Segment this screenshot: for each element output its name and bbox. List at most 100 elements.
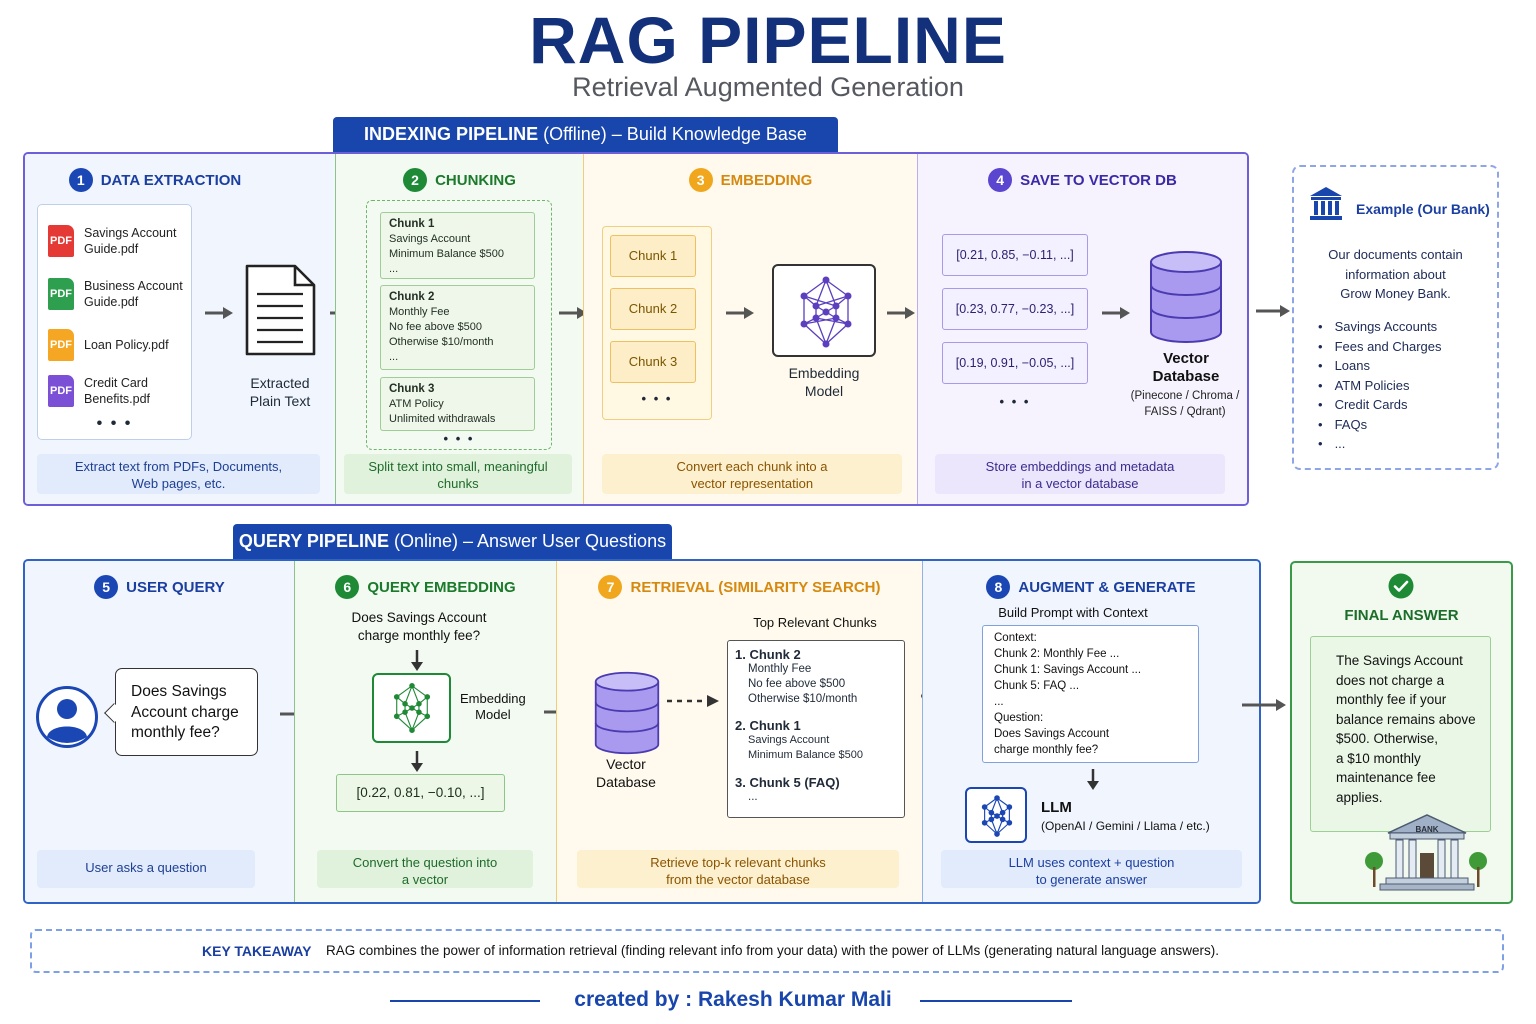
example-topic-list: Savings Accounts Fees and Charges Loans … xyxy=(1318,317,1442,454)
final-answer-title: FINAL ANSWER xyxy=(1344,607,1459,624)
list-item: PDF Business Account Guide.pdf xyxy=(48,278,183,310)
list-item: Fees and Charges xyxy=(1318,337,1442,357)
augment-generate-section: 8 AUGMENT & GENERATE Build Prompt with C… xyxy=(922,561,1259,902)
chunk-body: ATM Policy Unlimited withdrawals xyxy=(389,398,496,425)
pdf-file-icon: PDF xyxy=(48,329,74,361)
query-embedding-section: 6 QUERY EMBEDDING Does Savings Account c… xyxy=(294,561,556,902)
chunk-tile: Chunk 1 xyxy=(610,235,696,277)
result-item: 3. Chunk 5 (FAQ) ... xyxy=(735,775,840,805)
step-description: LLM uses context + question to generate … xyxy=(941,850,1242,888)
llm-title: LLM xyxy=(1041,799,1072,816)
user-query-section: 5 USER QUERY Does Savings Account charge… xyxy=(25,561,294,902)
step-title: QUERY EMBEDDING xyxy=(367,578,516,596)
result-body: ... xyxy=(748,791,758,803)
step-number: 2 xyxy=(403,168,428,192)
extracted-text-label: Extracted Plain Text xyxy=(249,375,311,409)
list-item: PDF Savings Account Guide.pdf xyxy=(48,225,176,257)
query-banner-subtitle: (Online) – Answer User Questions xyxy=(393,531,667,551)
footer-credit: created by : Rakesh Kumar Mali xyxy=(574,988,892,1011)
arrow-right-icon xyxy=(726,307,754,319)
list-item: PDF Loan Policy.pdf xyxy=(48,329,169,361)
file-name: Savings Account Guide.pdf xyxy=(84,226,177,256)
more-indicator: • • • xyxy=(999,394,1031,409)
indexing-banner-title: INDEXING PIPELINE xyxy=(364,124,539,144)
embedding-model-icon xyxy=(772,264,876,357)
list-item: FAQs xyxy=(1318,415,1442,435)
file-name: Loan Policy.pdf xyxy=(84,338,169,352)
check-circle-icon xyxy=(1388,573,1414,599)
list-item: PDF Credit Card Benefits.pdf xyxy=(48,375,150,407)
text-document-icon xyxy=(245,264,316,356)
step-description: Convert each chunk into a vector represe… xyxy=(602,454,902,494)
indexing-pipeline-frame: 1 DATA EXTRACTION PDF Savings Account Gu… xyxy=(23,152,1249,506)
top-chunks-title: Top Relevant Chunks xyxy=(753,615,877,630)
chunk-body: Savings Account Minimum Balance $500 ... xyxy=(389,233,504,275)
prompt-box: Context: Chunk 2: Monthly Fee ... Chunk … xyxy=(982,625,1199,763)
question-bubble: Does Savings Account charge monthly fee? xyxy=(104,668,258,756)
step-number: 5 xyxy=(94,575,119,599)
arrow-down-icon xyxy=(411,650,423,671)
list-item: Loans xyxy=(1318,356,1442,376)
vector-database-label: Vector Database xyxy=(1152,350,1220,385)
step-description: Retrieve top-k relevant chunks from the … xyxy=(577,850,899,888)
arrow-right-icon xyxy=(1102,307,1130,319)
query-pipeline-frame: 5 USER QUERY Does Savings Account charge… xyxy=(23,559,1261,904)
example-panel: Example (Our Bank) Our documents contain… xyxy=(1292,165,1499,470)
step-title: USER QUERY xyxy=(126,578,225,596)
chunk-card: Chunk 1 Savings Account Minimum Balance … xyxy=(380,212,535,279)
step-description: Store embeddings and metadata in a vecto… xyxy=(935,454,1225,494)
arrow-right-icon xyxy=(1256,305,1290,317)
chunk-title: Chunk 2 xyxy=(389,291,435,303)
vector-tile: [0.19, 0.91, −0.05, ...] xyxy=(942,342,1088,384)
user-question: Does Savings Account charge monthly fee? xyxy=(131,683,239,741)
arrow-right-icon xyxy=(559,307,587,319)
key-takeaway-label: KEY TAKEAWAY xyxy=(202,943,312,959)
bank-label: BANK xyxy=(1415,825,1439,834)
result-body: Savings Account Minimum Balance $500 xyxy=(748,734,863,761)
pdf-file-icon: PDF xyxy=(48,225,74,257)
footer-rule-right xyxy=(920,1000,1072,1002)
result-title: 2. Chunk 1 xyxy=(735,718,801,733)
page-title: RAG PIPELINE xyxy=(529,3,1007,77)
final-answer-panel: FINAL ANSWER The Savings Account does no… xyxy=(1290,561,1513,904)
example-title: Example (Our Bank) xyxy=(1356,201,1490,217)
chunk-card: Chunk 3 ATM Policy Unlimited withdrawals xyxy=(380,377,535,431)
result-title: 1. Chunk 2 xyxy=(735,647,801,662)
data-extraction-section: 1 DATA EXTRACTION PDF Savings Account Gu… xyxy=(25,154,335,504)
save-vector-db-section: 4 SAVE TO VECTOR DB [0.21, 0.85, −0.11, … xyxy=(917,154,1247,504)
step-description: Split text into small, meaningful chunks xyxy=(344,454,572,494)
chunk-stack: Chunk 1 Chunk 2 Chunk 3 • • • xyxy=(602,226,712,420)
step-title: DATA EXTRACTION xyxy=(100,171,242,189)
chunk-group: Chunk 1 Savings Account Minimum Balance … xyxy=(366,200,552,450)
more-indicator: • • • xyxy=(96,415,133,432)
result-body: Monthly Fee No fee above $500 Otherwise … xyxy=(748,663,858,705)
step-number: 7 xyxy=(598,575,623,599)
user-avatar-icon xyxy=(36,686,98,748)
database-icon xyxy=(1150,251,1222,343)
bank-building-icon xyxy=(1365,814,1487,891)
step-description: Extract text from PDFs, Documents, Web p… xyxy=(37,454,320,494)
indexing-banner-subtitle: (Offline) – Build Knowledge Base xyxy=(543,124,807,144)
pdf-file-icon: PDF xyxy=(48,278,74,310)
page-subtitle: Retrieval Augmented Generation xyxy=(572,72,964,102)
chunk-card: Chunk 2 Monthly Fee No fee above $500 Ot… xyxy=(380,285,535,370)
document-list: PDF Savings Account Guide.pdf PDF Busine… xyxy=(37,204,192,440)
chunking-section: 2 CHUNKING Chunk 1 Savings Account Minim… xyxy=(335,154,583,504)
prompt-title: Build Prompt with Context xyxy=(998,605,1148,620)
chunk-tile: Chunk 2 xyxy=(610,288,696,330)
arrow-right-icon xyxy=(1242,699,1286,711)
step-title: EMBEDDING xyxy=(720,171,813,189)
arrow-down-icon xyxy=(411,751,423,772)
list-item: Savings Accounts xyxy=(1318,317,1442,337)
result-title: 3. Chunk 5 (FAQ) xyxy=(735,775,840,790)
arrow-right-icon xyxy=(887,307,915,319)
step-description: Convert the question into a vector xyxy=(317,850,533,888)
footer-rule-left xyxy=(390,1000,540,1002)
step-title: CHUNKING xyxy=(435,171,516,189)
embedding-section: 3 EMBEDDING Chunk 1 Chunk 2 Chunk 3 • • … xyxy=(583,154,917,504)
result-item: 1. Chunk 2 Monthly Fee No fee above $500… xyxy=(735,647,857,707)
step-title: SAVE TO VECTOR DB xyxy=(1020,171,1177,189)
list-item: Credit Cards xyxy=(1318,395,1442,415)
file-name: Business Account Guide.pdf xyxy=(84,279,183,309)
file-name: Credit Card Benefits.pdf xyxy=(84,376,151,406)
